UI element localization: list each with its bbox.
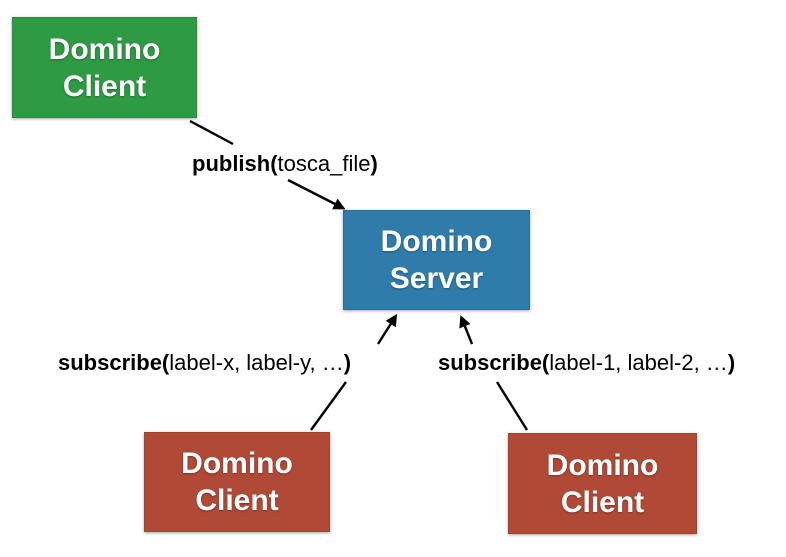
node-server: Domino Server: [343, 210, 530, 310]
node-publisher-client: Domino Client: [12, 17, 197, 118]
node-label-line: Domino: [181, 447, 293, 480]
edge-label-close-paren: ): [727, 350, 736, 375]
node-label-line: Domino: [48, 32, 161, 66]
edge-label-method: subscribe(: [58, 350, 170, 375]
edge-label-close-paren: ): [343, 350, 352, 375]
edge-label-args: tosca_file: [277, 151, 371, 176]
edge-label-args: label-1, label-2, …: [549, 350, 728, 375]
edge-label-args: label-x, label-y, …: [169, 350, 344, 375]
subscribe-right-edge-label: subscribe(label-1, label-2, …): [438, 349, 735, 377]
edge-label-close-paren: ): [370, 151, 378, 176]
node-label-line: Domino: [380, 225, 493, 258]
publish-edge-label: publish(tosca_file): [192, 150, 378, 178]
node-label-line: Client: [195, 484, 279, 517]
node-subscriber-client-right: Domino Client: [508, 433, 697, 534]
node-label-line: Server: [389, 262, 484, 295]
node-label-line: Client: [560, 485, 645, 519]
subscribe-left-edge-label: subscribe(label-x, label-y, …): [58, 349, 351, 377]
subscribe-right-arrow: [459, 315, 529, 431]
node-subscriber-client-left: Domino Client: [144, 432, 330, 532]
edge-label-method: subscribe(: [438, 350, 550, 375]
node-label-line: Client: [62, 69, 147, 103]
edge-label-method: publish(: [192, 151, 278, 176]
node-label-line: Domino: [546, 448, 659, 482]
